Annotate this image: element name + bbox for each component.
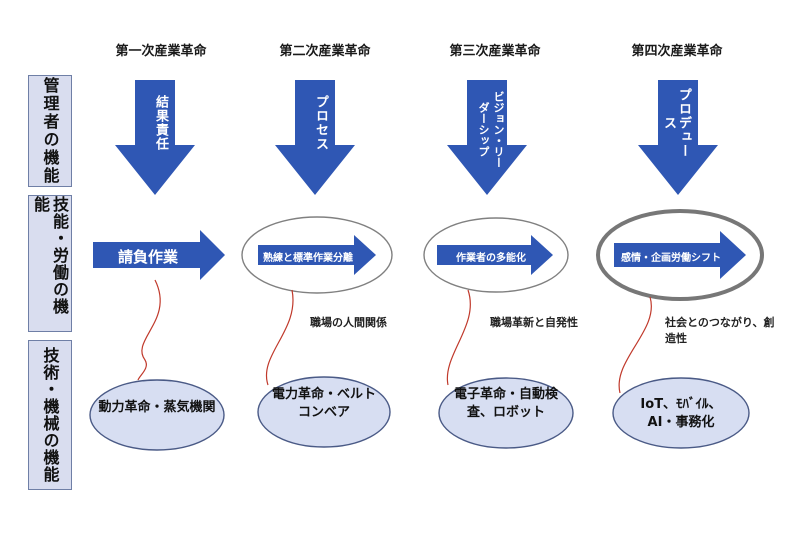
row-label-tech: 技術・機械の機能 — [28, 340, 72, 490]
right-arrow-label-2: 熟練と標準作業分離 — [263, 253, 353, 264]
connector-curve-2 — [265, 289, 294, 386]
labor-ellipse-3 — [423, 217, 569, 293]
labor-ellipse-4-highlight — [596, 209, 764, 301]
header-second-revolution: 第二次産業革命 — [279, 44, 371, 59]
down-arrow-4 — [638, 80, 718, 195]
row-label-management: 管理者の機能 — [28, 75, 72, 187]
tech-label-4: IoT、ﾓﾊﾞｲﾙ、AI・事務化 — [640, 397, 722, 430]
tech-ellipse-3 — [438, 377, 574, 449]
tech-ellipse-1 — [89, 379, 225, 451]
right-arrow-2 — [258, 235, 376, 275]
header-third-revolution: 第三次産業革命 — [449, 44, 541, 59]
effect-label-3: 社会とのつながり、創造性 — [665, 316, 775, 345]
tech-label-1: 動力革命・蒸気機関 — [98, 400, 216, 415]
right-arrow-label-4: 感情・企画労働シフト — [621, 253, 721, 264]
header-fourth-revolution: 第四次産業革命 — [631, 44, 723, 59]
tech-label-2: 電力革命・ベルトコンベア — [271, 387, 376, 420]
right-arrow-4 — [614, 231, 746, 279]
right-arrow-1 — [93, 230, 225, 280]
tech-ellipse-4 — [612, 377, 750, 449]
connector-curve-3 — [446, 289, 471, 386]
connector-curve-4 — [618, 296, 652, 394]
down-arrow-2 — [275, 80, 355, 195]
effect-label-1: 職場の人間関係 — [310, 316, 387, 329]
down-arrow-label-1: 結果責任 — [153, 95, 168, 151]
tech-ellipse-2 — [257, 376, 391, 448]
right-arrow-3 — [437, 235, 553, 275]
row-label-labor: 技能・労働の機能 — [28, 195, 72, 332]
effect-label-2: 職場革新と自発性 — [490, 316, 578, 329]
down-arrow-label-2: プロセス — [313, 95, 328, 151]
down-arrow-label-4: プロデュース — [661, 88, 691, 158]
down-arrow-1 — [115, 80, 195, 195]
right-arrow-label-3: 作業者の多能化 — [456, 253, 526, 264]
down-arrow-3 — [447, 80, 527, 195]
connector-curve-1 — [137, 279, 161, 381]
labor-ellipse-2 — [241, 216, 393, 294]
tech-label-3: 電子革命・自動検査、ロボット — [453, 387, 558, 420]
down-arrow-label-3: ビジョン・リーダーシップ — [477, 90, 505, 168]
right-arrow-label-1: 請負作業 — [118, 248, 179, 266]
header-first-revolution: 第一次産業革命 — [115, 44, 207, 59]
